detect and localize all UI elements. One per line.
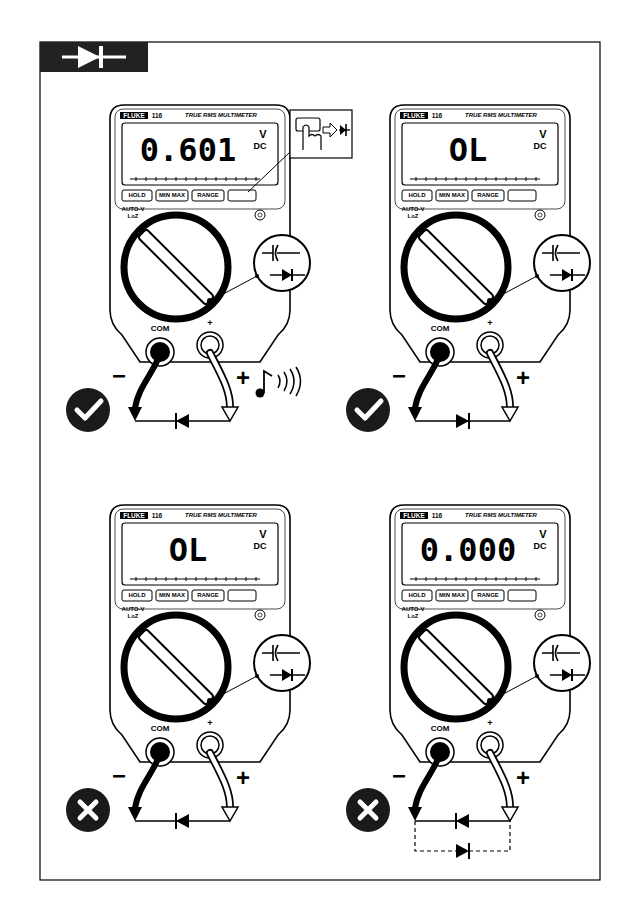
model-number: 116 bbox=[150, 112, 164, 119]
unit-mode: DC bbox=[249, 142, 271, 152]
jack-label: COM bbox=[145, 325, 175, 334]
jack-label: + bbox=[200, 719, 220, 729]
jack-label: + bbox=[480, 319, 500, 329]
model-number: 116 bbox=[430, 112, 444, 119]
jack-label: COM bbox=[145, 725, 175, 734]
dial-marking: LoZ bbox=[114, 213, 152, 220]
button-label: MIN MAX bbox=[156, 592, 188, 599]
button-label: RANGE bbox=[472, 192, 504, 199]
model-caption: TRUE RMS MULTIMETER bbox=[166, 112, 276, 119]
button-label: RANGE bbox=[192, 592, 224, 599]
jack-label: + bbox=[200, 319, 220, 329]
brand-name: FLUKE bbox=[120, 112, 148, 119]
display-reading: 0.000 bbox=[408, 533, 528, 568]
jack-label: COM bbox=[425, 725, 455, 734]
polarity-sign: − bbox=[110, 763, 128, 789]
dial-marking: AUTO-V bbox=[114, 206, 152, 213]
dial-marking: AUTO-V bbox=[394, 606, 432, 613]
unit-symbol: V bbox=[256, 528, 270, 540]
model-caption: TRUE RMS MULTIMETER bbox=[446, 512, 556, 519]
display-reading: OL bbox=[408, 133, 528, 168]
polarity-sign: − bbox=[390, 763, 408, 789]
dial-marking: LoZ bbox=[114, 613, 152, 620]
brand-name: FLUKE bbox=[400, 112, 428, 119]
brand-name: FLUKE bbox=[120, 512, 148, 519]
polarity-sign: + bbox=[514, 765, 532, 791]
polarity-sign: − bbox=[390, 363, 408, 389]
unit-symbol: V bbox=[536, 128, 550, 140]
brand-name: FLUKE bbox=[400, 512, 428, 519]
polarity-sign: + bbox=[234, 365, 252, 391]
dial-marking: AUTO-V bbox=[114, 606, 152, 613]
display-reading: OL bbox=[128, 533, 248, 568]
dial-marking: LoZ bbox=[394, 613, 432, 620]
polarity-sign: + bbox=[234, 765, 252, 791]
jack-label: COM bbox=[425, 325, 455, 334]
display-reading: 0.601 bbox=[128, 133, 248, 168]
button-label: RANGE bbox=[192, 192, 224, 199]
button-label: HOLD bbox=[402, 592, 432, 599]
model-number: 116 bbox=[150, 512, 164, 519]
dial-marking: AUTO-V bbox=[394, 206, 432, 213]
button-label: HOLD bbox=[122, 192, 152, 199]
button-label: RANGE bbox=[472, 592, 504, 599]
dial-marking: LoZ bbox=[394, 213, 432, 220]
button-label: MIN MAX bbox=[436, 192, 468, 199]
unit-symbol: V bbox=[536, 528, 550, 540]
unit-symbol: V bbox=[256, 128, 270, 140]
polarity-sign: + bbox=[514, 365, 532, 391]
jack-label: + bbox=[480, 719, 500, 729]
model-number: 116 bbox=[430, 512, 444, 519]
model-caption: TRUE RMS MULTIMETER bbox=[166, 512, 276, 519]
button-label: MIN MAX bbox=[436, 592, 468, 599]
button-label: HOLD bbox=[122, 592, 152, 599]
button-label: HOLD bbox=[402, 192, 432, 199]
unit-mode: DC bbox=[529, 142, 551, 152]
polarity-sign: − bbox=[110, 363, 128, 389]
unit-mode: DC bbox=[249, 542, 271, 552]
model-caption: TRUE RMS MULTIMETER bbox=[446, 112, 556, 119]
button-label: MIN MAX bbox=[156, 192, 188, 199]
unit-mode: DC bbox=[529, 542, 551, 552]
